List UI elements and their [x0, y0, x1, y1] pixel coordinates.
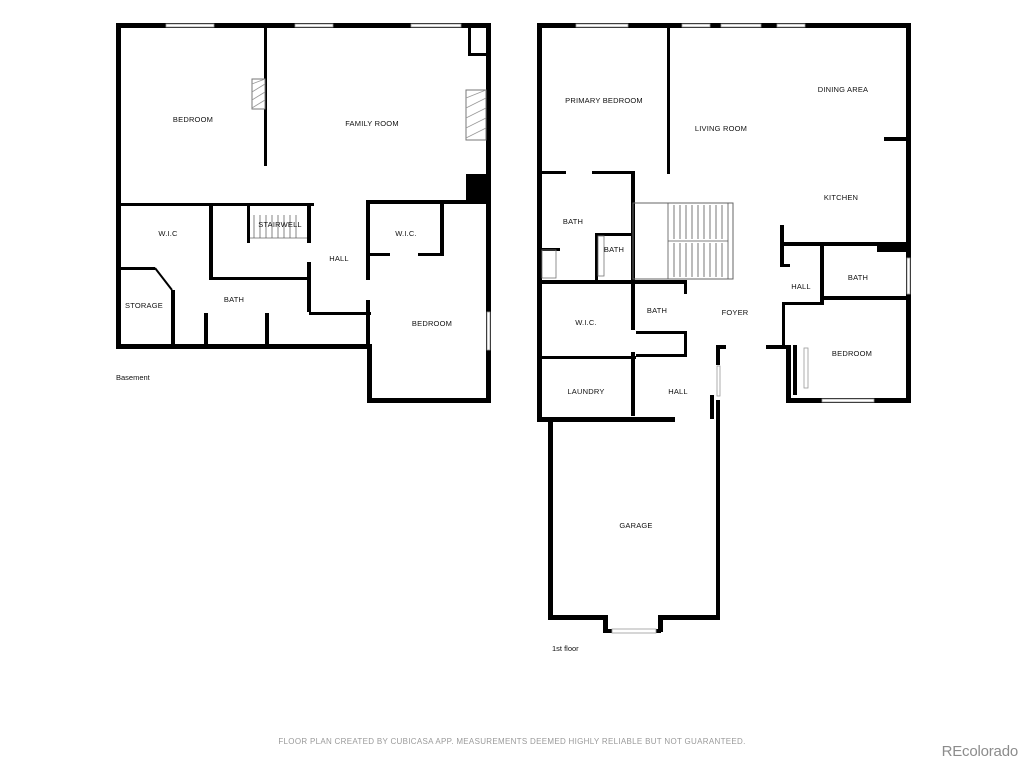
room-label-foyer: FOYER — [722, 308, 749, 317]
room-label-bath-3: BATH — [647, 306, 667, 315]
room-label-garage: GARAGE — [619, 521, 652, 530]
room-label-wic-east: W.I.C. — [395, 229, 417, 238]
floor-label-1st-floor: 1st floor — [552, 644, 579, 653]
room-label-bedroom-se: BEDROOM — [412, 319, 452, 328]
room-label-bedroom: BEDROOM — [173, 115, 213, 124]
room-label-bath-east: BATH — [848, 273, 868, 282]
room-label-kitchen: KITCHEN — [824, 193, 858, 202]
room-label-bath-2: BATH — [604, 245, 624, 254]
room-label-wic: W.I.C — [158, 229, 178, 238]
brand-logo: REcolorado — [941, 743, 1019, 760]
basement-plan: BEDROOM FAMILY ROOM W.I.C STAIRWELL HALL… — [116, 23, 491, 403]
room-label-storage: STORAGE — [125, 301, 163, 310]
first-floor-plan: PRIMARY BEDROOM LIVING ROOM DINING AREA … — [537, 23, 911, 653]
room-label-hall: HALL — [329, 254, 349, 263]
room-label-hall-east: HALL — [791, 282, 811, 291]
room-label-primary-bedroom: PRIMARY BEDROOM — [565, 96, 643, 105]
room-label-bedroom: BEDROOM — [832, 349, 872, 358]
room-label-living-room: LIVING ROOM — [695, 124, 747, 133]
room-label-wic: W.I.C. — [575, 318, 597, 327]
room-label-bath-1: BATH — [563, 217, 583, 226]
floor-label-basement: Basement — [116, 373, 151, 382]
room-label-hall-south: HALL — [668, 387, 688, 396]
room-label-stairwell: STAIRWELL — [258, 220, 302, 229]
disclaimer-text: FLOOR PLAN CREATED BY CUBICASA APP. MEAS… — [278, 737, 746, 746]
room-label-bath: BATH — [224, 295, 244, 304]
room-label-laundry: LAUNDRY — [567, 387, 604, 396]
room-label-family-room: FAMILY ROOM — [345, 119, 399, 128]
room-label-dining-area: DINING AREA — [818, 85, 869, 94]
